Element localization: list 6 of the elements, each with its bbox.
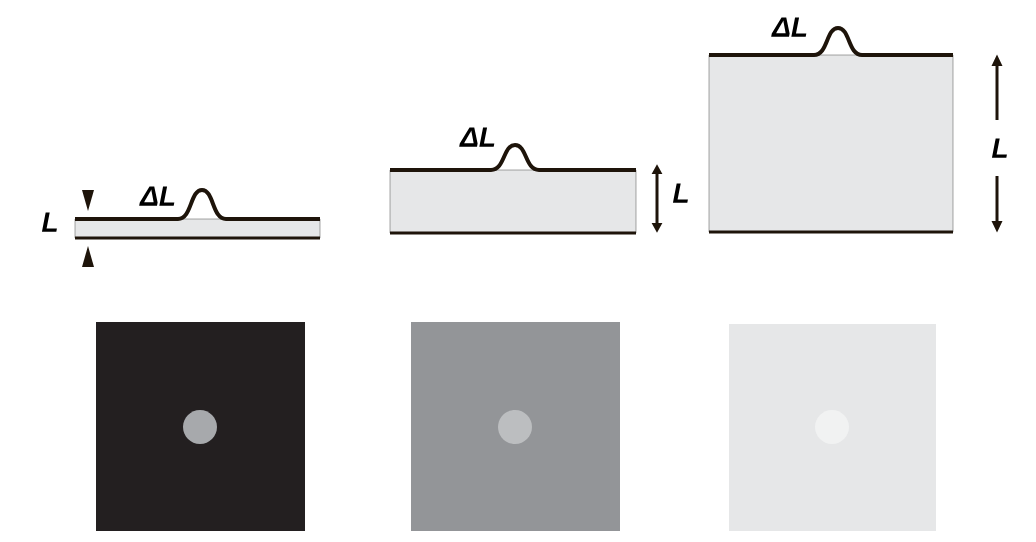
- delta-label: ΔL: [139, 186, 175, 206]
- delta-label: ΔL: [459, 127, 495, 147]
- thickness-label: L: [991, 138, 1007, 158]
- thickness-label: L: [41, 212, 57, 232]
- delta-label: ΔL: [771, 17, 807, 37]
- thickness-label: L: [672, 183, 688, 203]
